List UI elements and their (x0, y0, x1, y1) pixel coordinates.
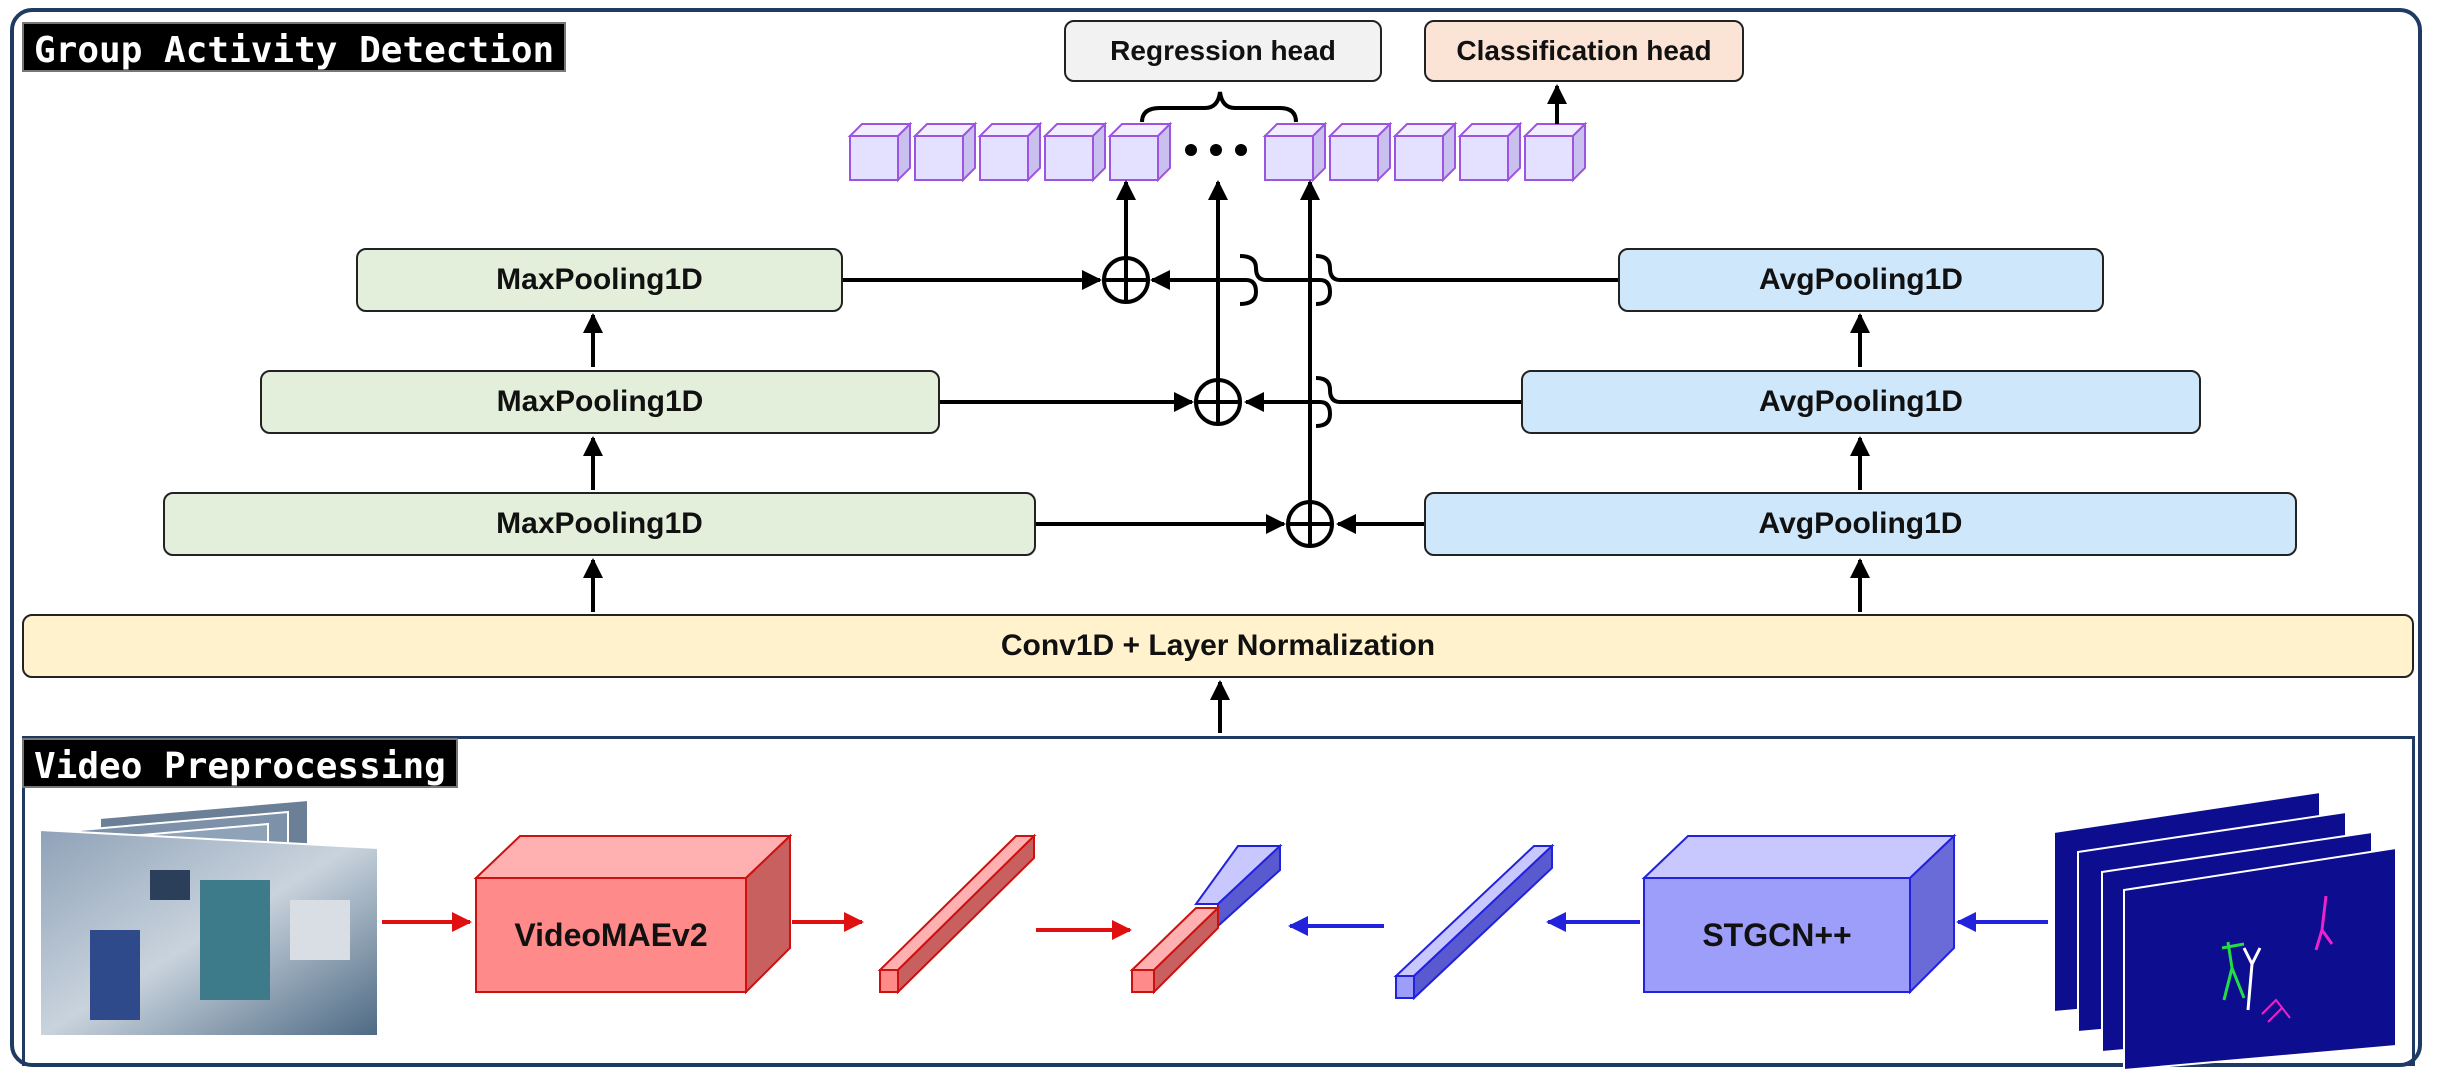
sum-node-1 (1102, 256, 1150, 304)
pose-feature-bar (1393, 843, 1555, 1001)
videomaev2-block (473, 833, 793, 995)
rgb-feature-bar (877, 833, 1037, 995)
conv1d-layernorm-block: Conv1D + Layer Normalization (22, 614, 2414, 678)
classification-head: Classification head (1424, 20, 1744, 82)
stgcn-label: STGCN++ (1702, 916, 1852, 953)
maxpool-level-2: MaxPooling1D (260, 370, 940, 434)
rgb-video-frames (39, 798, 379, 1037)
token-cube (847, 121, 913, 183)
pose-skeleton-frames (2053, 790, 2397, 1072)
section-title-video-preprocessing: Video Preprocessing (22, 738, 458, 788)
sum-node-3 (1286, 500, 1334, 548)
maxpool-level-1: MaxPooling1D (356, 248, 843, 312)
avgpool-level-3: AvgPooling1D (1424, 492, 2297, 556)
token-cube (1042, 121, 1108, 183)
videomaev2-label: VideoMAEv2 (514, 916, 708, 953)
section-title-group-activity: Group Activity Detection (22, 22, 567, 72)
ellipsis-dots (1185, 144, 1247, 156)
maxpool-level-3: MaxPooling1D (163, 492, 1036, 556)
token-cube (1457, 121, 1523, 183)
token-cube (1262, 121, 1328, 183)
regression-head: Regression head (1064, 20, 1382, 82)
token-cube (1327, 121, 1393, 183)
token-cube (1107, 121, 1173, 183)
token-sequence (847, 121, 1588, 183)
token-cube (1522, 121, 1588, 183)
fused-feature-bar (1129, 843, 1283, 995)
avgpool-level-1: AvgPooling1D (1618, 248, 2104, 312)
video-preprocessing-panel (22, 736, 2415, 1066)
stgcn-block (1641, 833, 1957, 995)
token-cube (1392, 121, 1458, 183)
token-cube (977, 121, 1043, 183)
token-cube (912, 121, 978, 183)
regression-brace (1140, 91, 1298, 123)
avgpool-level-2: AvgPooling1D (1521, 370, 2201, 434)
sum-node-2 (1194, 378, 1242, 426)
